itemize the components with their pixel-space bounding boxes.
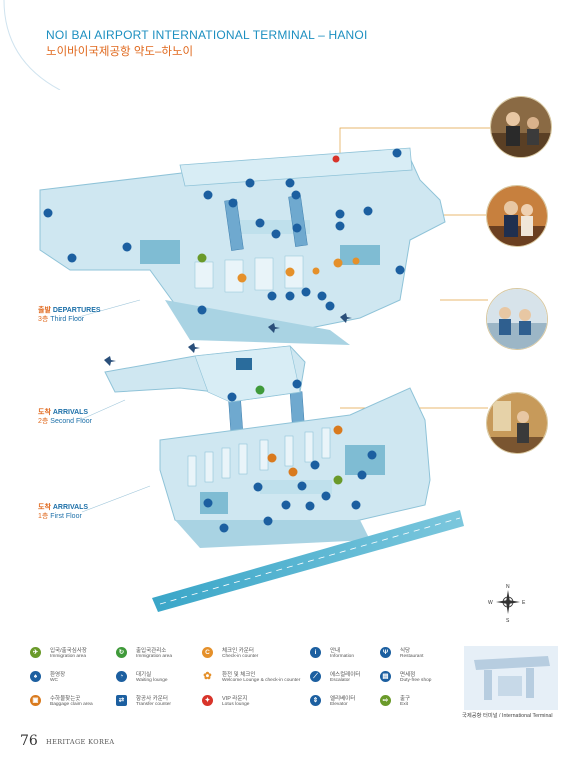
- information-icon: i: [310, 647, 321, 658]
- duty-free-icon: ▤: [380, 671, 391, 682]
- decorative-corner-arc: [3, 0, 61, 90]
- map-title-korean: 노이바이국제공항 약도–하노이: [46, 46, 194, 58]
- floor-label-second: 도착 ARRIVALS 2층 Second Floor: [38, 409, 92, 425]
- restaurant-icon: Ψ: [380, 647, 391, 658]
- map-title: NOI BAI AIRPORT INTERNATIONAL TERMINAL –…: [46, 28, 368, 42]
- photo-lounge-couple: [486, 185, 548, 247]
- aircraft-icons: [104, 313, 352, 366]
- welcome-lounge-icon: ✿: [203, 671, 212, 682]
- floor-leader-lines: [74, 299, 151, 513]
- immigration-icon: ✈: [30, 647, 41, 658]
- terminal-floor-map: [39, 127, 490, 612]
- photo-duty-free-shop: [486, 392, 548, 454]
- publication-name: HERITAGE KOREA: [46, 738, 115, 746]
- terminal-thumbnail: [464, 646, 558, 710]
- checkin-icon: C: [202, 647, 213, 658]
- second-floor-plan: [104, 345, 306, 403]
- compass-e: E: [522, 600, 526, 606]
- transfer-counter-icon: ⇄: [116, 695, 127, 706]
- wc-icon: ♠: [30, 671, 41, 682]
- elevator-icon: ⇕: [310, 695, 321, 706]
- compass-s: S: [506, 618, 510, 624]
- compass-rose: N E S W: [488, 584, 526, 624]
- page-number: 76: [20, 733, 38, 749]
- baggage-icon: ▣: [30, 695, 41, 706]
- lotus-lounge-icon: ✦: [202, 695, 213, 706]
- photo-checkin-staff: [490, 96, 552, 158]
- legend: ✈ 입국/출국심사장 Immigration area ♠ 환영장 WC ▣ 수…: [30, 646, 440, 716]
- facility-markers: [43, 148, 405, 533]
- thumbnail-caption: 국제공항 터미널 / International Terminal: [462, 713, 553, 719]
- waiting-lounge-icon: ◔: [116, 671, 127, 682]
- floor-label-third: 출발 DEPARTURES 3층 Third Floor: [38, 307, 101, 323]
- runway: [152, 510, 464, 612]
- compass-n: N: [506, 584, 510, 590]
- photo-restaurant-staff: [486, 288, 548, 350]
- first-floor-plan: [159, 387, 431, 548]
- escalator-icon: ⟋: [310, 671, 321, 682]
- compass-w: W: [488, 600, 493, 606]
- floor-label-first: 도착 ARRIVALS 1층 First Floor: [38, 504, 89, 520]
- immigration-office-icon: ↻: [116, 647, 127, 658]
- exit-icon: ⇨: [380, 695, 391, 706]
